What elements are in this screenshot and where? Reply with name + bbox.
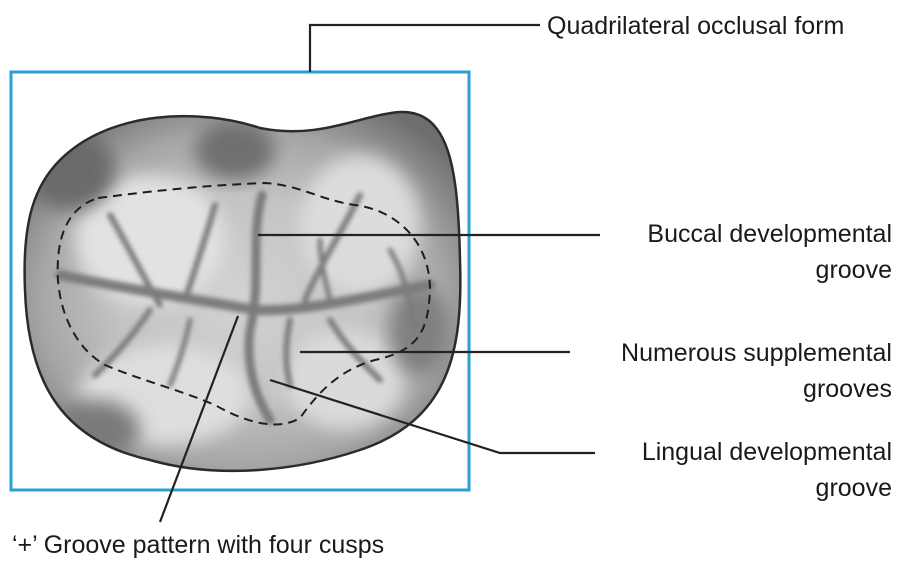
- label-buccal-groove-line2: groove: [816, 255, 892, 285]
- label-groove-pattern: ‘+’ Groove pattern with four cusps: [12, 530, 384, 560]
- label-supplemental-grooves-line2: grooves: [803, 374, 892, 404]
- label-occlusal-form: Quadrilateral occlusal form: [547, 11, 844, 41]
- label-supplemental-grooves-line1: Numerous supplemental: [621, 338, 892, 368]
- label-lingual-groove-line1: Lingual developmental: [642, 437, 892, 467]
- tooth-crown: [25, 112, 461, 471]
- leader-occlusal-form: [310, 25, 540, 72]
- label-buccal-groove-line1: Buccal developmental: [647, 219, 892, 249]
- label-lingual-groove-line2: groove: [816, 473, 892, 503]
